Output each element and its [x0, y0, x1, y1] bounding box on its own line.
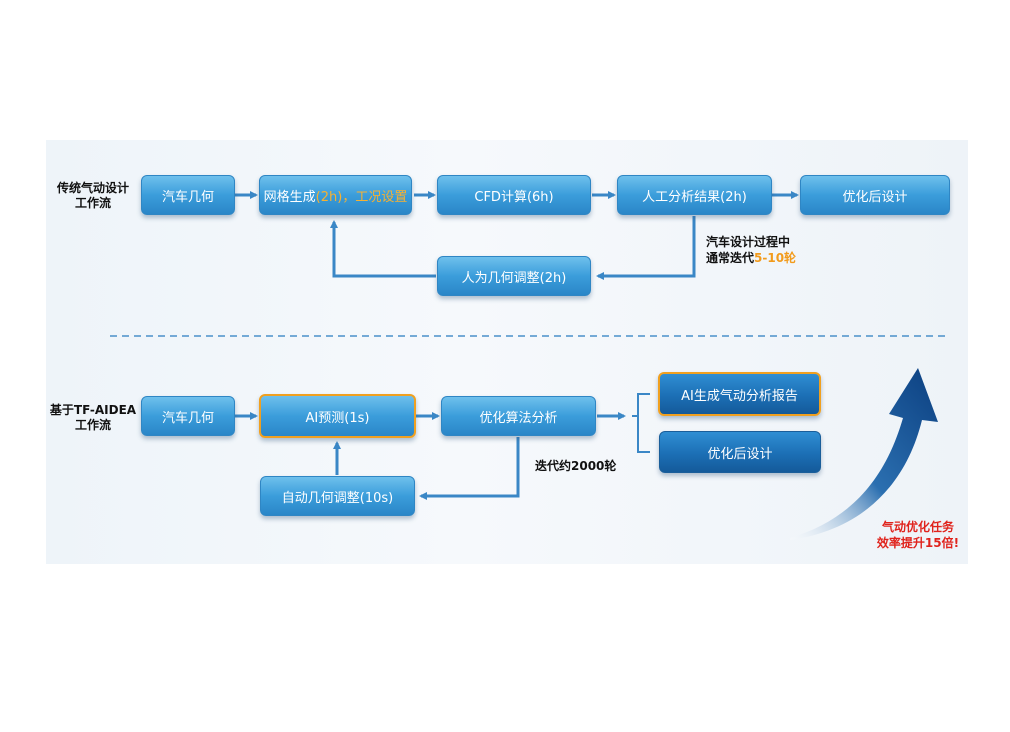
aidea-optimized-node[interactable]: 优化后设计 — [659, 431, 821, 473]
auto-adjust-label: 自动几何调整(10s) — [281, 490, 394, 506]
mesh-generation-label: 网格生成 — [263, 189, 316, 205]
traditional-workflow-label: 传统气动设计 工作流 — [56, 181, 129, 210]
iteration-note-line1: 汽车设计过程中 — [706, 235, 791, 249]
traditional-geometry-node[interactable]: 汽车几何 — [141, 175, 235, 215]
manual-analysis-node[interactable]: 人工分析结果(2h) — [617, 175, 772, 215]
arrow-optimizer-to-auto-adjust — [419, 437, 520, 500]
iteration-count-highlight: 5-10轮 — [754, 251, 797, 265]
traditional-optimized-node[interactable]: 优化后设计 — [800, 175, 950, 215]
ai-predict-node[interactable]: AI预测(1s) — [259, 394, 416, 438]
manual-analysis-label: 人工分析结果(2h) — [642, 189, 747, 205]
aidea-geometry-label: 汽车几何 — [161, 410, 214, 426]
manual-adjust-node[interactable]: 人为几何调整(2h) — [437, 256, 591, 296]
aidea-workflow-label: 基于TF-AIDEA 工作流 — [49, 403, 137, 432]
manual-adjust-label: 人为几何调整(2h) — [461, 270, 567, 286]
ai-predict-label: AI预测(1s) — [305, 410, 370, 426]
traditional-geometry-label: 汽车几何 — [161, 189, 214, 205]
iteration-note-line2: 通常迭代5-10轮 — [706, 251, 797, 265]
branch-bracket — [637, 393, 650, 453]
optimizer-label: 优化算法分析 — [479, 410, 558, 426]
cfd-label: CFD计算(6h) — [474, 189, 554, 205]
optimizer-node[interactable]: 优化算法分析 — [441, 396, 596, 436]
mesh-generation-node[interactable]: 网格生成(2h)，工况设置 — [259, 175, 412, 215]
mesh-generation-highlight: (2h)，工况设置 — [315, 189, 408, 205]
aidea-optimized-label: 优化后设计 — [707, 446, 773, 462]
aidea-iteration-note: 迭代约2000轮 — [535, 459, 617, 473]
ai-report-label: AI生成气动分析报告 — [681, 388, 798, 404]
traditional-optimized-label: 优化后设计 — [842, 189, 908, 205]
cfd-node[interactable]: CFD计算(6h) — [437, 175, 591, 215]
ai-report-node[interactable]: AI生成气动分析报告 — [658, 372, 821, 416]
auto-adjust-node[interactable]: 自动几何调整(10s) — [260, 476, 415, 516]
arrow-analysis-to-adjust — [596, 216, 696, 280]
efficiency-arrow — [790, 368, 938, 540]
traditional-iteration-note: 汽车设计过程中 通常迭代5-10轮 — [706, 234, 796, 266]
arrow-adjust-to-mesh — [330, 220, 436, 278]
efficiency-note: 气动优化任务 效率提升15倍! — [876, 520, 960, 550]
aidea-geometry-node[interactable]: 汽车几何 — [141, 396, 235, 436]
